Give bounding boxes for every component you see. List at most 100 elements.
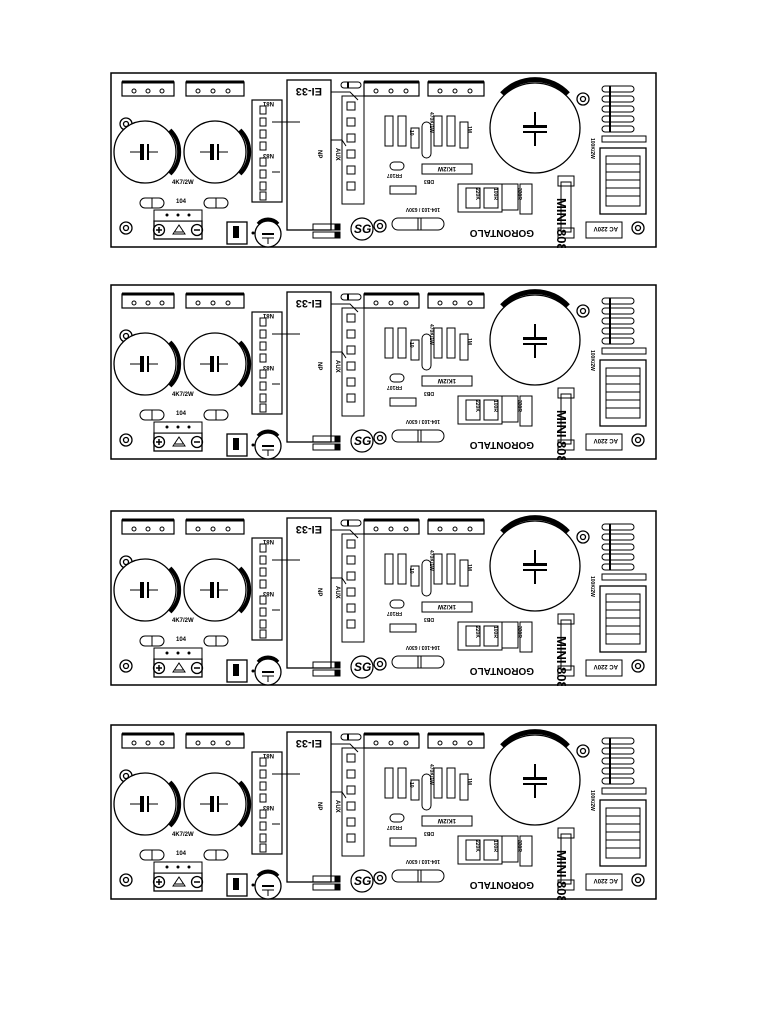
main-filter-capacitor [489, 289, 581, 386]
header-strip-3 [363, 518, 420, 535]
output-connector [226, 659, 255, 683]
label-winding-aux: AUX [334, 586, 340, 599]
label-cap-104: 104 [176, 637, 187, 643]
header-strip-2 [185, 732, 245, 749]
label-transformer: EI-33 [296, 737, 322, 749]
common-mode-choke [599, 359, 647, 427]
resistor-stack [601, 737, 647, 795]
label-res-1k: 1K/2W [437, 165, 456, 171]
common-mode-choke [599, 147, 647, 215]
bulk-capacitor-right [183, 558, 252, 622]
title-city: GORONTALO [470, 227, 534, 238]
title-city: GORONTALO [470, 879, 534, 890]
sg-logo: SG [350, 869, 374, 893]
label-winding-aux: AUX [334, 148, 340, 161]
fuse-holder [557, 387, 575, 451]
label-r-470k: 470K/1W [428, 764, 434, 785]
label-cap-104: 104 [176, 851, 187, 857]
power-terminal [152, 861, 204, 892]
component-cluster [384, 327, 473, 387]
main-filter-capacitor [489, 515, 581, 612]
label-cap-bulk: 4K7/2W [172, 832, 194, 838]
small-caps [139, 409, 229, 421]
resistor-stack [601, 297, 647, 355]
header-strip-4 [427, 292, 485, 309]
header-strip-1 [121, 292, 175, 309]
label-r-100r: 100R [492, 400, 498, 412]
label-r-470k: 470K/1W [428, 324, 434, 345]
label-r-1m: 1M [466, 778, 472, 785]
header-strip-3 [363, 80, 420, 97]
power-terminal [152, 647, 204, 678]
transformer-diodes [312, 293, 362, 451]
title-city: GORONTALO [470, 665, 534, 676]
label-winding-np: NP [316, 362, 322, 370]
component-cluster [384, 767, 473, 827]
label-r-220k: 220K [474, 626, 480, 638]
filter-capacitor [254, 217, 282, 248]
label-res-1k: 1K/2W [437, 817, 456, 823]
small-caps [139, 849, 229, 861]
mounting-holes [119, 304, 645, 447]
svg-text:SG: SG [354, 222, 371, 236]
label-ic-n2: N83 [262, 364, 274, 370]
label-db3: DB3 [424, 616, 434, 622]
power-terminal [152, 209, 204, 240]
filter-capacitor [254, 869, 282, 900]
transistor-pair [457, 183, 533, 215]
label-cap-bulk: 4K7/2W [172, 618, 194, 624]
label-r-330r: 330R [516, 626, 522, 638]
film-capacitors [389, 397, 445, 443]
ac-input: AC 220V [585, 659, 623, 677]
power-terminal [152, 421, 204, 452]
header-strip-2 [185, 80, 245, 97]
label-r-100r: 100R [492, 626, 498, 638]
header-strip-4 [427, 518, 485, 535]
transistor-pair [457, 621, 533, 653]
label-ic-n2: N83 [262, 152, 274, 158]
label-transformer: EI-33 [296, 523, 322, 535]
small-caps [139, 635, 229, 647]
header-strip-4 [427, 80, 485, 97]
label-db3: DB3 [424, 830, 434, 836]
component-cluster [384, 553, 473, 613]
bulk-capacitor-right [183, 772, 252, 836]
label-winding-aux: AUX [334, 800, 340, 813]
sg-logo: SG [350, 429, 374, 453]
resistor-stack [601, 523, 647, 581]
film-capacitors [389, 185, 445, 231]
ic-footprints [251, 311, 300, 415]
transformer-diodes [312, 81, 362, 239]
label-r-100r: 100R [492, 840, 498, 852]
transistor-pair [457, 835, 533, 867]
label-r-10: 10 [408, 782, 414, 788]
svg-text:SG: SG [354, 434, 371, 448]
svg-text:AC 220V: AC 220V [594, 437, 618, 443]
title-city: GORONTALO [470, 439, 534, 450]
ic-footprints [251, 537, 300, 641]
label-fr107: FR107 [387, 824, 402, 830]
sg-logo: SG [350, 655, 374, 679]
label-ic-n1: N81 [262, 100, 274, 106]
svg-text:SG: SG [354, 660, 371, 674]
transformer-diodes [312, 733, 362, 891]
svg-text:AC 220V: AC 220V [594, 225, 618, 231]
header-strip-3 [363, 732, 420, 749]
label-res-1k: 1K/2W [437, 603, 456, 609]
small-caps [139, 197, 229, 209]
label-r-470k: 470K/1W [428, 112, 434, 133]
ac-input: AC 220V [585, 221, 623, 239]
transformer-ei33 [286, 517, 365, 669]
label-fr107: FR107 [387, 384, 402, 390]
label-res-1k: 1K/2W [437, 377, 456, 383]
film-capacitors [389, 623, 445, 669]
bulk-capacitor-left [113, 332, 182, 396]
mounting-holes [119, 530, 645, 673]
label-winding-np: NP [316, 588, 322, 596]
resistor-stack [601, 85, 647, 143]
label-r-1m: 1M [466, 126, 472, 133]
output-connector [226, 433, 255, 457]
svg-text:AC 220V: AC 220V [594, 877, 618, 883]
bulk-capacitor-left [113, 772, 182, 836]
label-cap-hv: 104-103 / 630V [405, 858, 440, 864]
